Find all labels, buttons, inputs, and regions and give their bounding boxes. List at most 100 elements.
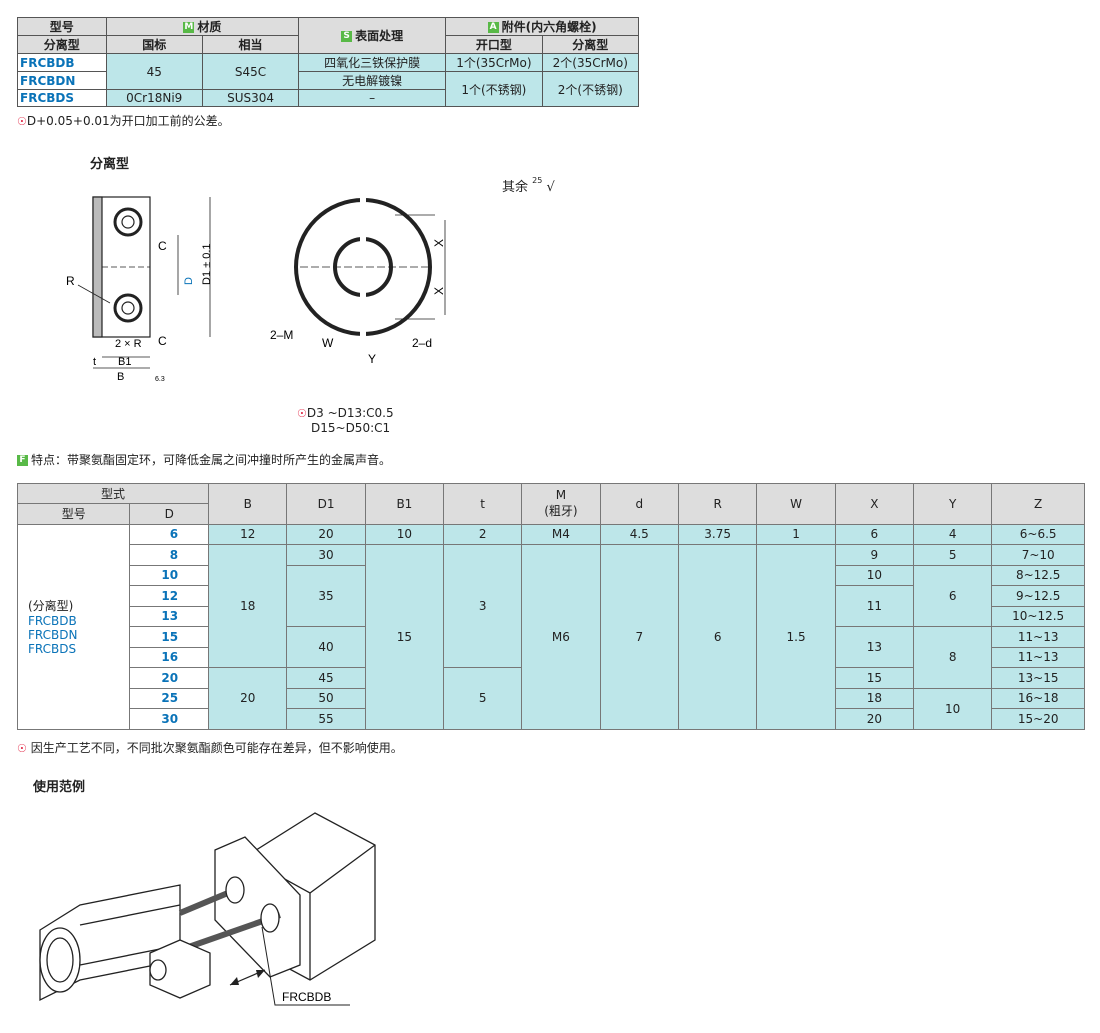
label-c1: C	[158, 239, 167, 253]
d-cell: 4.5	[599, 523, 679, 545]
hdr-split-type: 分离型	[17, 35, 107, 54]
roughness-label: 其余 25 √	[502, 176, 555, 195]
d-cell: 7	[599, 544, 679, 730]
hdr-open: 开口型	[445, 35, 543, 54]
model-label: (分离型) FRCBDB FRCBDN FRCBDS	[16, 523, 131, 730]
side-hatch	[92, 196, 103, 338]
spec-table: 型式 B D1 B1 t M(粗牙) d R W X Y Z 型号 D (分离型…	[16, 483, 1085, 730]
material-badge: M	[183, 22, 195, 33]
hdr-m: M(粗牙)	[521, 483, 601, 525]
label-ra: 6.3	[155, 376, 165, 383]
warning-icon: ☉	[17, 742, 27, 755]
cell-equiv: S45C	[201, 53, 300, 90]
d-value: 13	[129, 605, 210, 627]
d1-cell: 55	[286, 708, 366, 730]
bolt-top-inner	[121, 215, 135, 229]
m-cell: M6	[521, 544, 601, 730]
row-model: FRCBDB	[17, 53, 107, 72]
cell-gb: 45	[105, 53, 203, 90]
x-cell: 15	[834, 667, 915, 689]
cell-equiv: SUS304	[201, 89, 300, 107]
b1-cell: 10	[364, 523, 445, 545]
d1-cell: 20	[286, 523, 366, 545]
cell-split: 2个(不锈钢)	[541, 71, 640, 107]
z-cell: 10~12.5	[991, 605, 1085, 627]
cylinder-end-inner	[46, 937, 74, 983]
hdr-split: 分离型	[541, 35, 640, 54]
z-cell: 6~6.5	[991, 523, 1085, 545]
hdr-z: Z	[991, 483, 1085, 525]
m-cell: M4	[521, 523, 601, 545]
front-view	[294, 195, 446, 345]
r-cell: 3.75	[677, 523, 758, 545]
cell-surface: 四氧化三铁保护膜	[298, 53, 447, 72]
label-d: D	[183, 277, 195, 285]
y-cell: 10	[913, 687, 993, 730]
z-cell: 8~12.5	[991, 564, 1085, 586]
x-cell: 18	[834, 687, 915, 709]
label-x2: X	[432, 287, 446, 295]
hdr-model: 型号	[16, 503, 131, 525]
hdr-y: Y	[913, 483, 993, 525]
hdr-d: d	[599, 483, 679, 525]
y-cell: 6	[913, 564, 993, 627]
label-2r: 2 × R	[115, 338, 142, 350]
arrow-head-1	[230, 977, 239, 985]
feature-badge: F	[17, 455, 28, 466]
chamfer-note: ☉D3 ~D13:C0.5 D15~D50:C1	[297, 406, 394, 435]
y-cell: 5	[913, 544, 993, 566]
roughness-check-icon: √	[546, 180, 555, 195]
z-cell: 11~13	[991, 626, 1085, 648]
z-cell: 9~12.5	[991, 585, 1085, 607]
d1-cell: 50	[286, 687, 366, 709]
hdr-b1: B1	[364, 483, 445, 525]
warning-icon: ☉	[297, 407, 307, 420]
hdr-x: X	[834, 483, 915, 525]
b-cell: 18	[208, 544, 288, 668]
t-cell: 3	[443, 544, 523, 668]
d-value: 8	[129, 544, 210, 566]
r-leader	[77, 284, 111, 304]
x-cell: 20	[834, 708, 915, 730]
d-value: 16	[129, 646, 210, 668]
hdr-dcol: D	[129, 503, 210, 525]
x-cell: 6	[834, 523, 915, 545]
label-b: B	[117, 371, 124, 383]
label-2m: 2–M	[270, 328, 293, 342]
small-block-knob	[149, 959, 167, 981]
z-cell: 11~13	[991, 646, 1085, 668]
d-value: 6	[129, 523, 210, 545]
d-value: 12	[129, 585, 210, 607]
b-cell: 12	[208, 523, 288, 545]
b-cell: 20	[208, 667, 288, 730]
hdr-gb: 国标	[105, 35, 203, 54]
label-w: W	[322, 336, 334, 350]
cell-gb: 0Cr18Ni9	[105, 89, 203, 107]
t-cell: 5	[443, 667, 523, 730]
d1-cell: 40	[286, 626, 366, 668]
row-model: FRCBDN	[17, 71, 107, 90]
label-c2: C	[158, 334, 167, 348]
label-t: t	[93, 356, 96, 368]
b1-cell: 15	[364, 544, 445, 730]
accessory-badge: A	[487, 22, 499, 33]
cylinder-line-1	[79, 904, 181, 926]
side-view	[77, 196, 211, 369]
label-x1: X	[432, 239, 446, 247]
arrow-head-2	[256, 970, 265, 978]
d-value: 25	[129, 687, 210, 709]
hdr-equiv: 相当	[201, 35, 300, 54]
w-cell: 1	[756, 523, 836, 545]
usage-drawing	[39, 812, 376, 1002]
collar-2	[260, 903, 280, 933]
w-cell: 1.5	[756, 544, 836, 730]
hdr-t: t	[443, 483, 523, 525]
d-value: 20	[129, 667, 210, 689]
callout-leader	[261, 926, 350, 1006]
color-note: ☉ 因生产工艺不同，不同批次聚氨酯颜色可能存在差异，但不影响使用。	[17, 741, 403, 755]
cell-surface: –	[298, 89, 447, 107]
plate	[214, 836, 301, 978]
